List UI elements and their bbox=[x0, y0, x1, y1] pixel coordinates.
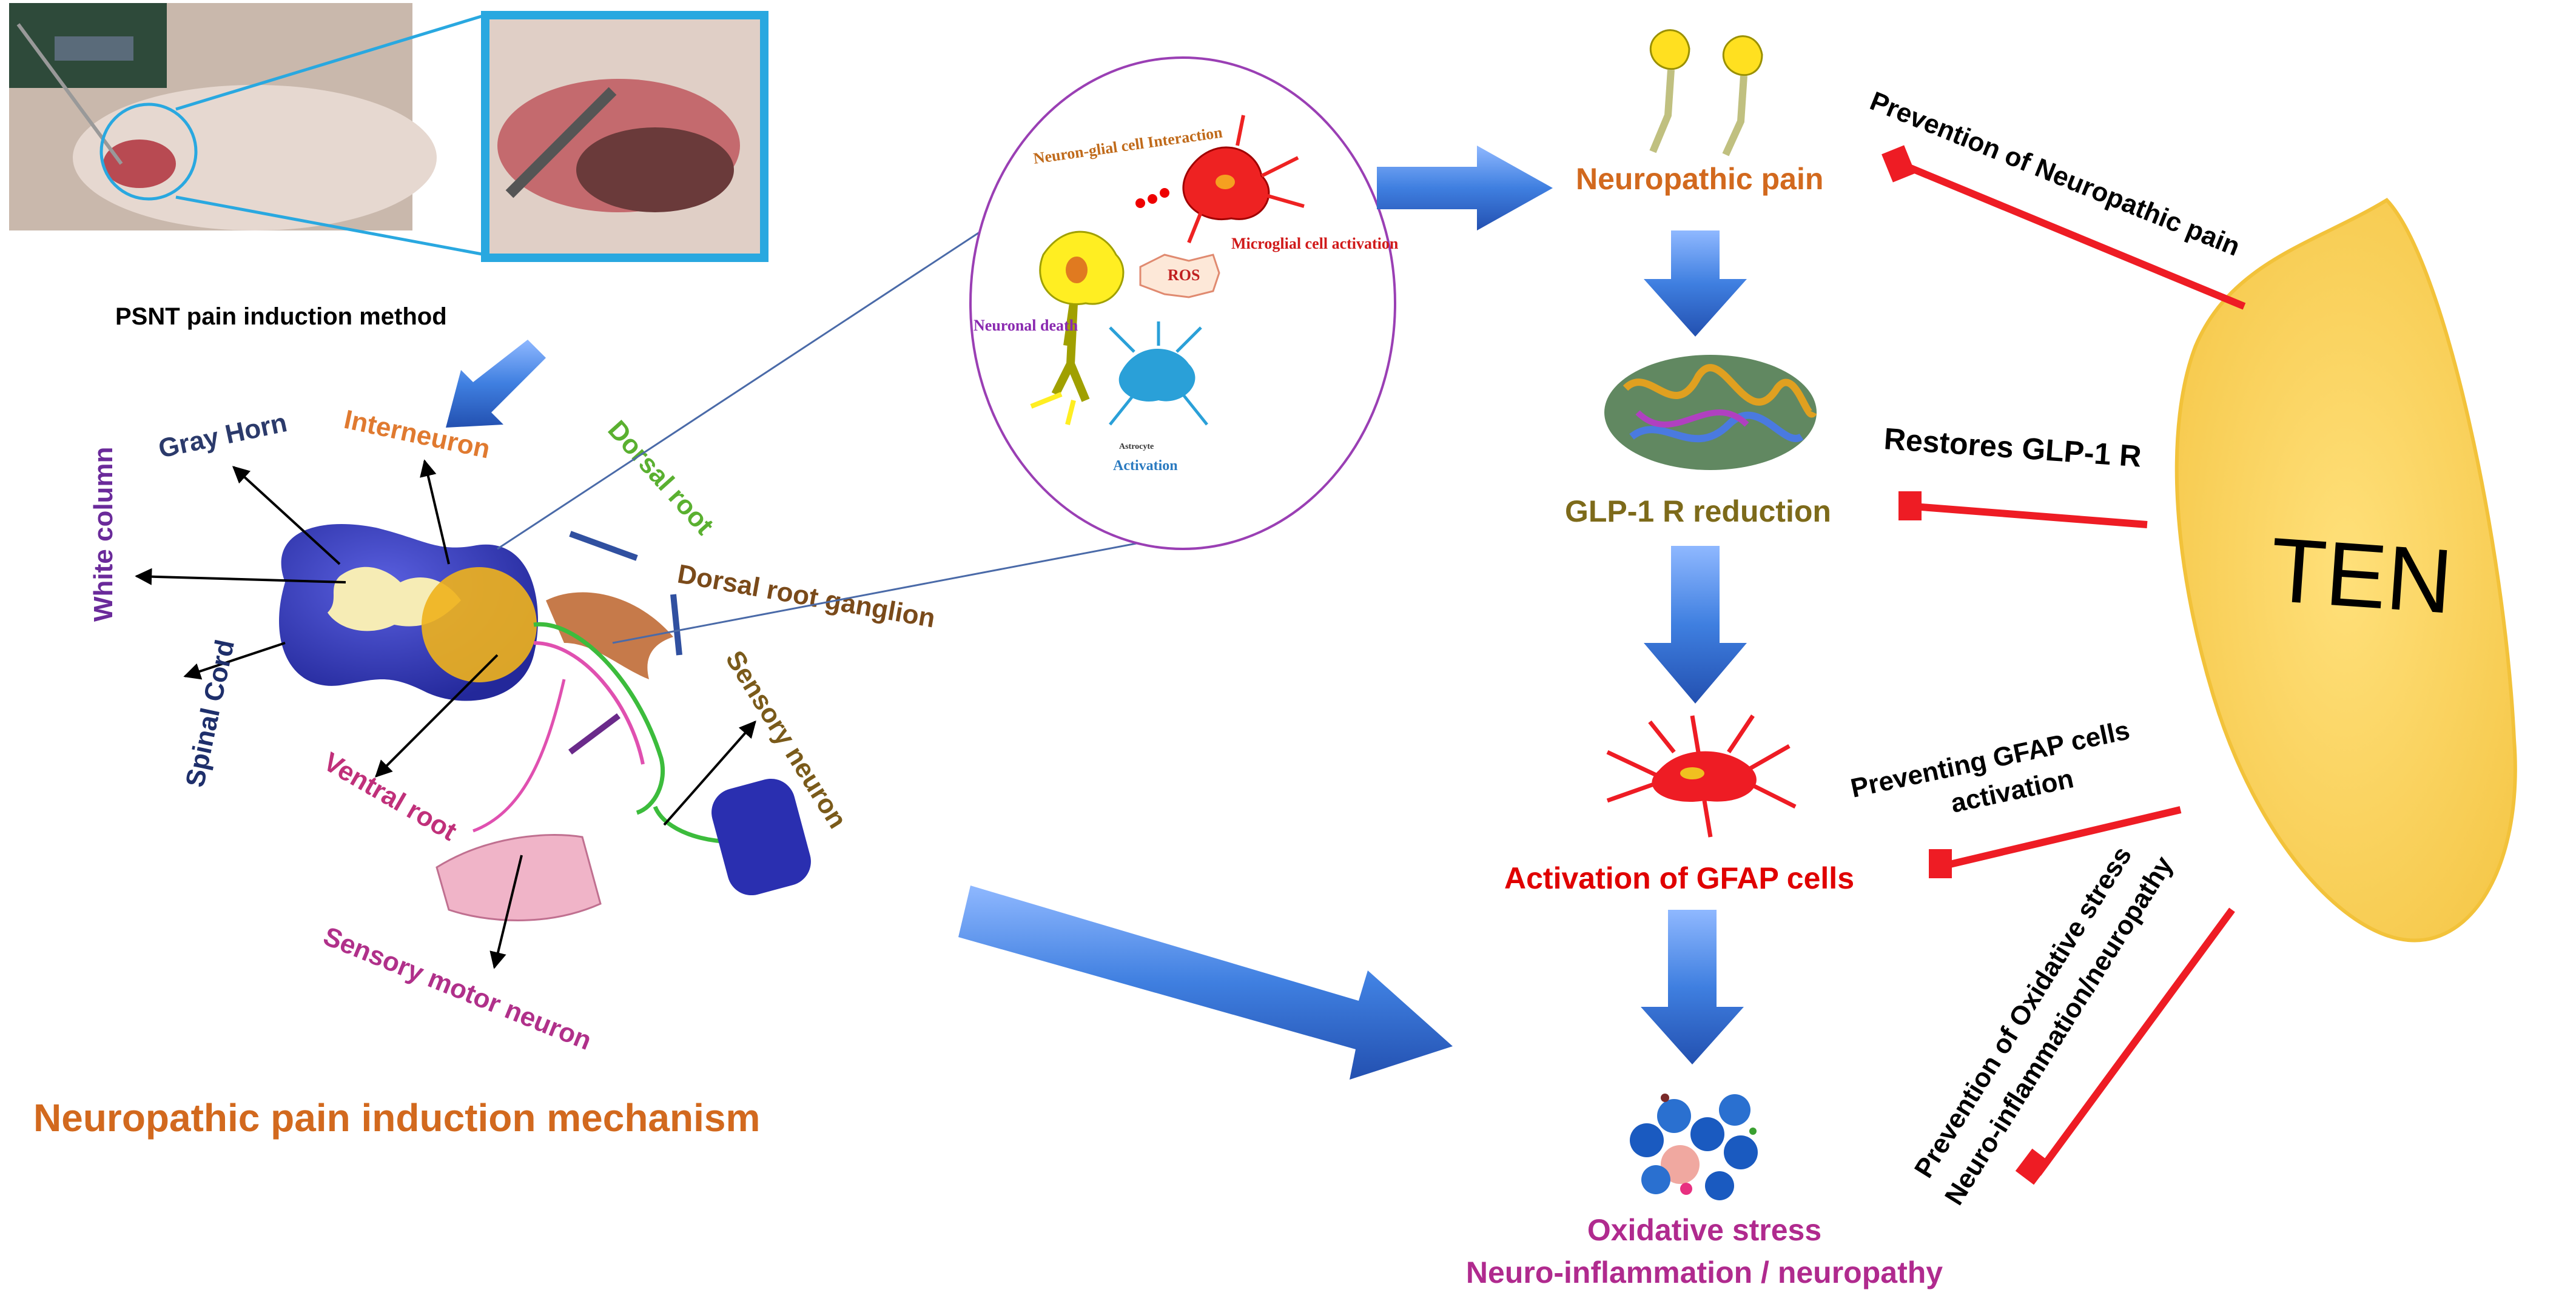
prevention-oxidative-label-1: Prevention of Oxidative stress bbox=[1909, 841, 2137, 1183]
inset-astrocyte-label: Astrocyte bbox=[1119, 442, 1154, 451]
glp1-reduction-label: GLP-1 R reduction bbox=[1565, 494, 1831, 528]
flow-arrows bbox=[958, 146, 1747, 1080]
oxidative-stress-label: Oxidative stress bbox=[1587, 1213, 1821, 1247]
inset-microglial-label: Microglial cell activation bbox=[1231, 235, 1399, 252]
gfap-cell-icon bbox=[1606, 714, 1797, 838]
neuron-icons bbox=[1649, 29, 1763, 156]
glp1-protein-icon bbox=[1604, 355, 1817, 470]
white-column-label: White column bbox=[89, 447, 118, 622]
gfap-activation-label: Activation of GFAP cells bbox=[1504, 861, 1854, 895]
ten-label: TEN bbox=[2267, 518, 2456, 633]
inset-ros-label: ROS bbox=[1168, 266, 1200, 284]
surgery-zoom-photo bbox=[481, 11, 768, 262]
spinal-cord-label: Spinal Cord bbox=[180, 637, 240, 790]
surgery-photo bbox=[9, 3, 437, 230]
down-arrow-pain-to-glp1 bbox=[1644, 230, 1747, 337]
right-arrow-to-pain bbox=[1377, 146, 1553, 230]
inset-activation-label: Activation bbox=[1113, 458, 1178, 474]
neuropathic-pain-label: Neuropathic pain bbox=[1576, 162, 1823, 196]
annotation-arrows bbox=[135, 459, 756, 969]
dorsal-root-ganglion-label: Dorsal root ganglion bbox=[675, 559, 937, 634]
psnt-method-label: PSNT pain induction method bbox=[115, 303, 447, 330]
ten-shape bbox=[2174, 198, 2517, 943]
inhibition-lines bbox=[1882, 145, 2246, 1185]
psnt-down-arrow bbox=[446, 340, 546, 428]
neuron-glial-inset bbox=[497, 56, 1396, 644]
restores-glp1-label: Restores GLP-1 R bbox=[1883, 422, 2142, 474]
oxidative-cells-icon bbox=[1630, 1094, 1758, 1200]
mechanism-title: Neuropathic pain induction mechanism bbox=[33, 1096, 760, 1140]
down-arrow-gfap-to-oxidative bbox=[1641, 910, 1744, 1064]
dorsal-root-label: Dorsal root bbox=[602, 415, 720, 540]
neuroinflammation-label: Neuro-inflammation / neuropathy bbox=[1466, 1256, 1943, 1289]
down-arrow-glp1-to-gfap bbox=[1644, 546, 1747, 704]
spinal-cord-illustration bbox=[279, 524, 811, 921]
gray-horn-label: Gray Horn bbox=[156, 408, 290, 464]
sensory-motor-neuron-label: Sensory motor neuron bbox=[319, 921, 596, 1056]
diagonal-arrow-to-oxidative bbox=[958, 886, 1453, 1080]
inset-neuronal-death-label: Neuronal death bbox=[974, 317, 1078, 334]
zoom-connector-lines bbox=[175, 13, 486, 257]
